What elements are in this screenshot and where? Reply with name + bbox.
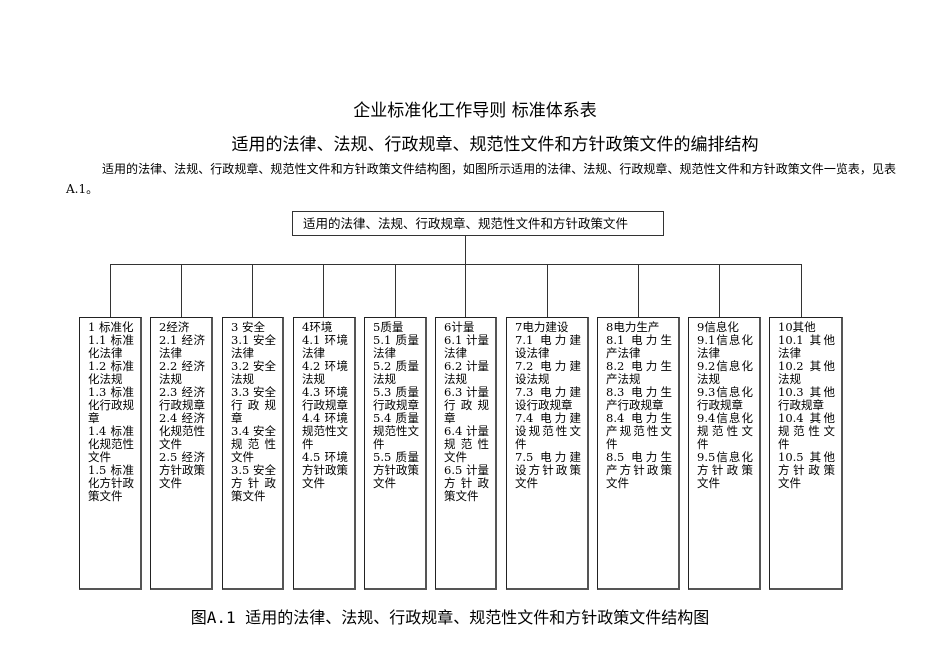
- node-item: 7.4 电力建设规范性文件: [515, 411, 581, 451]
- node-item: 1.5 标准化方针政策文件: [88, 463, 134, 503]
- child-connector: [547, 264, 548, 317]
- child-connector: [252, 264, 253, 317]
- node-item: 10其他: [778, 320, 816, 334]
- node-item: 5.1 质量法律: [373, 333, 419, 360]
- child-node-safety: 3 安全 3.1 安全法律 3.2 安全法规 3.3 安全行政规章 3.4 安全…: [222, 317, 284, 590]
- node-item: 3 安全: [231, 320, 265, 334]
- node-item: 4.1 环境法律: [302, 333, 348, 360]
- node-item: 3.1 安全法律: [231, 333, 276, 360]
- node-item: 6计量: [444, 320, 475, 334]
- intro-paragraph: 适用的法律、法规、行政规章、规范性文件和方针政策文件结构图，如图所示适用的法律、…: [66, 162, 896, 196]
- node-item: 3.3 安全行政规章: [231, 385, 276, 425]
- child-connector: [181, 264, 182, 317]
- section-subtitle: 适用的法律、法规、行政规章、规范性文件和方针政策文件的编排结构: [231, 135, 759, 155]
- child-connector: [110, 264, 111, 317]
- node-item: 1.1 标准化法律: [88, 333, 134, 360]
- node-item: 6.5 计量方针政策文件: [444, 463, 489, 503]
- node-item: 3.2 安全法规: [231, 359, 276, 386]
- node-item: 5.5 质量方针政策文件: [373, 450, 419, 490]
- node-item: 10.3 其他行政规章: [778, 385, 835, 412]
- child-node-power-production: 8电力生产 8.1 电力生产法律 8.2 电力生产法规 8.3 电力生产行政规章…: [597, 317, 680, 590]
- child-node-economy: 2经济 2.1 经济法律 2.2 经济法规 2.3 经济行政规章 2.4 经济化…: [150, 317, 213, 590]
- child-node-environment: 4环境 4.1 环境法律 4.2 环境法规 4.3 环境行政规章 4.4 环境规…: [293, 317, 356, 590]
- node-item: 9信息化: [697, 320, 739, 334]
- node-item: 4.3 环境行政规章: [302, 385, 348, 412]
- node-item: 8.2 电力生产法规: [606, 359, 672, 386]
- child-node-informatization: 9信息化 9.1信息化法律 9.2信息化法规 9.3信息化行政规章 9.4信息化…: [688, 317, 761, 590]
- node-item: 7.3 电力建设行政规章: [515, 385, 581, 412]
- node-item: 7.1 电力建设法律: [515, 333, 581, 360]
- node-item: 5质量: [373, 320, 404, 334]
- node-item: 9.3信息化行政规章: [697, 385, 753, 412]
- node-item: 9.1信息化法律: [697, 333, 753, 360]
- node-item: 1.4 标准化规范性文件: [88, 424, 134, 464]
- node-item: 8.3 电力生产行政规章: [606, 385, 672, 412]
- child-node-quality: 5质量 5.1 质量法律 5.2 质量法规 5.3 质量行政规章 5.4 质量规…: [364, 317, 427, 590]
- node-item: 6.1 计量法律: [444, 333, 489, 360]
- node-item: 7电力建设: [515, 320, 569, 334]
- child-connector: [465, 264, 466, 317]
- node-item: 2经济: [159, 320, 190, 334]
- node-item: 10.5 其他方针政策文件: [778, 450, 835, 490]
- node-item: 8.1 电力生产法律: [606, 333, 672, 360]
- root-node: 适用的法律、法规、行政规章、规范性文件和方针政策文件: [292, 211, 664, 236]
- node-item: 7.5 电力建设方针政策文件: [515, 450, 581, 490]
- node-item: 4.5 环境方针政策文件: [302, 450, 348, 490]
- figure-caption: 图A.1 适用的法律、法规、行政规章、规范性文件和方针政策文件结构图: [190, 608, 710, 627]
- node-item: 6.4 计量规范性文件: [444, 424, 489, 464]
- node-item: 9.5信息化方针政策文件: [697, 450, 753, 490]
- node-item: 2.4 经济化规范性文件: [159, 411, 205, 451]
- node-item: 10.4 其他规范性文件: [778, 411, 835, 451]
- child-connector: [638, 264, 639, 317]
- node-item: 9.2信息化法规: [697, 359, 753, 386]
- node-item: 2.5 经济方针政策文件: [159, 450, 205, 490]
- node-item: 2.2 经济法规: [159, 359, 205, 386]
- horizontal-connector: [110, 264, 802, 265]
- node-item: 10.2 其他法规: [778, 359, 835, 386]
- node-item: 4环境: [302, 320, 333, 334]
- node-item: 8电力生产: [606, 320, 660, 334]
- node-item: 3.5 安全方针政策文件: [231, 463, 276, 503]
- node-item: 5.2 质量法规: [373, 359, 419, 386]
- node-item: 6.2 计量法规: [444, 359, 489, 386]
- child-node-standardization: 1 标准化 1.1 标准化法律 1.2 标准化法规 1.3 标准化行政规章 1.…: [79, 317, 142, 590]
- child-connector: [395, 264, 396, 317]
- document-title: 企业标准化工作导则 标准体系表: [353, 101, 597, 121]
- node-item: 2.3 经济行政规章: [159, 385, 205, 412]
- child-connector: [801, 264, 802, 317]
- node-item: 8.4 电力生产规范性文件: [606, 411, 672, 451]
- child-connector: [323, 264, 324, 317]
- node-item: 4.2 环境法规: [302, 359, 348, 386]
- node-item: 5.3 质量行政规章: [373, 385, 419, 412]
- node-item: 2.1 经济法律: [159, 333, 205, 360]
- child-connector: [719, 264, 720, 317]
- child-node-other: 10其他 10.1 其他法律 10.2 其他法规 10.3 其他行政规章 10.…: [769, 317, 843, 590]
- node-item: 1.3 标准化行政规章: [88, 385, 134, 425]
- root-connector: [465, 236, 466, 265]
- node-item: 1.2 标准化法规: [88, 359, 134, 386]
- node-item: 6.3 计量行政规章: [444, 385, 489, 425]
- node-item: 8.5 电力生产方针政策文件: [606, 450, 672, 490]
- node-item: 4.4 环境规范性文件: [302, 411, 348, 451]
- child-node-metrology: 6计量 6.1 计量法律 6.2 计量法规 6.3 计量行政规章 6.4 计量规…: [435, 317, 497, 590]
- node-item: 7.2 电力建设法规: [515, 359, 581, 386]
- node-item: 9.4信息化规范性文件: [697, 411, 753, 451]
- node-item: 5.4 质量规范性文件: [373, 411, 419, 451]
- node-item: 3.4 安全规范性文件: [231, 424, 276, 464]
- node-item: 1 标准化: [88, 320, 134, 334]
- child-node-power-construction: 7电力建设 7.1 电力建设法律 7.2 电力建设法规 7.3 电力建设行政规章…: [506, 317, 589, 590]
- node-item: 10.1 其他法律: [778, 333, 835, 360]
